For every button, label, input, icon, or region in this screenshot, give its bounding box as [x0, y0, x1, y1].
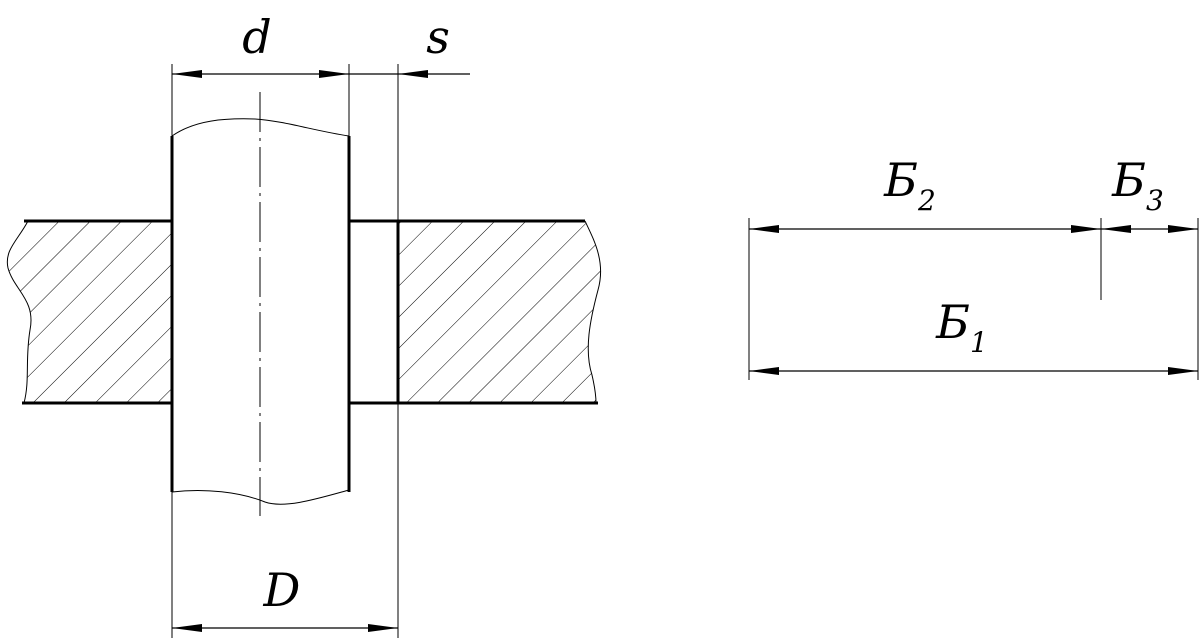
dimension-d: d — [172, 10, 349, 78]
dimension-b2: Б2 — [749, 153, 1101, 233]
label-b2: Б2 — [883, 153, 936, 217]
label-D: D — [263, 563, 301, 617]
dimension-D: D — [172, 563, 398, 632]
label-b1: Б1 — [935, 295, 988, 359]
dimension-chain: Б2 Б3 Б1 — [748, 153, 1199, 380]
shaft-housing-drawing: d s D — [6, 10, 602, 638]
dimension-b3: Б3 — [1101, 153, 1198, 233]
housing-left-section — [7, 221, 172, 403]
label-d: d — [242, 10, 271, 64]
label-b3: Б3 — [1111, 153, 1164, 217]
housing-right-section — [398, 221, 601, 403]
label-s: s — [426, 10, 450, 64]
dimension-s: s — [349, 10, 470, 78]
shaft-top-break — [171, 118, 350, 137]
dimension-b1: Б1 — [749, 295, 1198, 375]
housing-right-break — [584, 220, 602, 404]
housing-left-break — [6, 220, 32, 404]
shaft-bottom-break — [171, 489, 350, 505]
